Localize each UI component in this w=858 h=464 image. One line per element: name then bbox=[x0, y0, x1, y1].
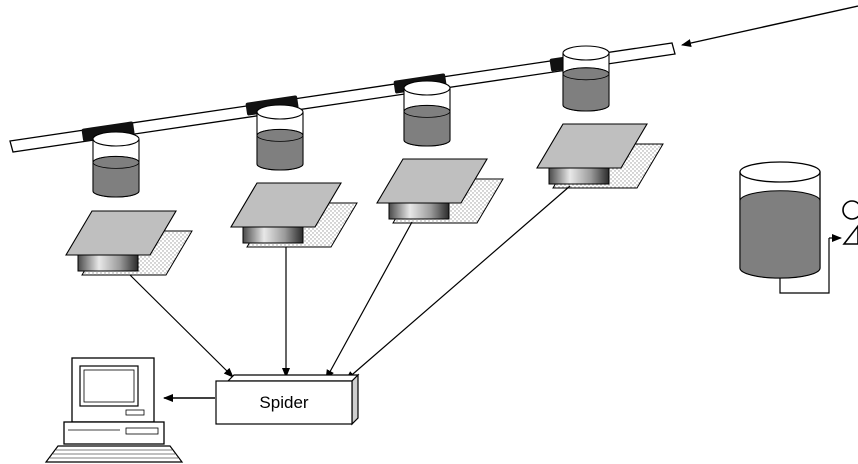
beaker-liquid bbox=[562, 67, 610, 112]
scale-station bbox=[536, 45, 664, 189]
beaker-rim bbox=[403, 80, 451, 96]
pump-triangle-icon bbox=[842, 224, 858, 245]
reservoir bbox=[739, 161, 858, 294]
beaker-rim bbox=[92, 131, 140, 147]
scale-station bbox=[65, 131, 193, 276]
beaker-liquid bbox=[403, 104, 451, 147]
scale-plate bbox=[65, 210, 177, 256]
reservoir-liquid bbox=[739, 190, 821, 279]
rail-inlet-arrow bbox=[681, 5, 858, 47]
computer-icon bbox=[44, 357, 184, 463]
beaker-liquid bbox=[256, 128, 304, 171]
beaker-rim bbox=[256, 104, 304, 120]
scale-station bbox=[376, 80, 504, 224]
beaker-liquid bbox=[92, 155, 140, 198]
spider-label: Spider bbox=[259, 393, 308, 412]
scale-station bbox=[230, 104, 358, 248]
spider-box: Spider bbox=[215, 373, 360, 426]
signal-lines bbox=[129, 185, 571, 402]
scale-plate bbox=[230, 182, 342, 228]
stations bbox=[65, 45, 664, 276]
supply-rail bbox=[9, 42, 676, 153]
scale-plate bbox=[376, 158, 488, 204]
beaker-rim bbox=[562, 45, 610, 61]
scale-plate bbox=[536, 123, 648, 169]
pump-icon bbox=[842, 200, 858, 220]
